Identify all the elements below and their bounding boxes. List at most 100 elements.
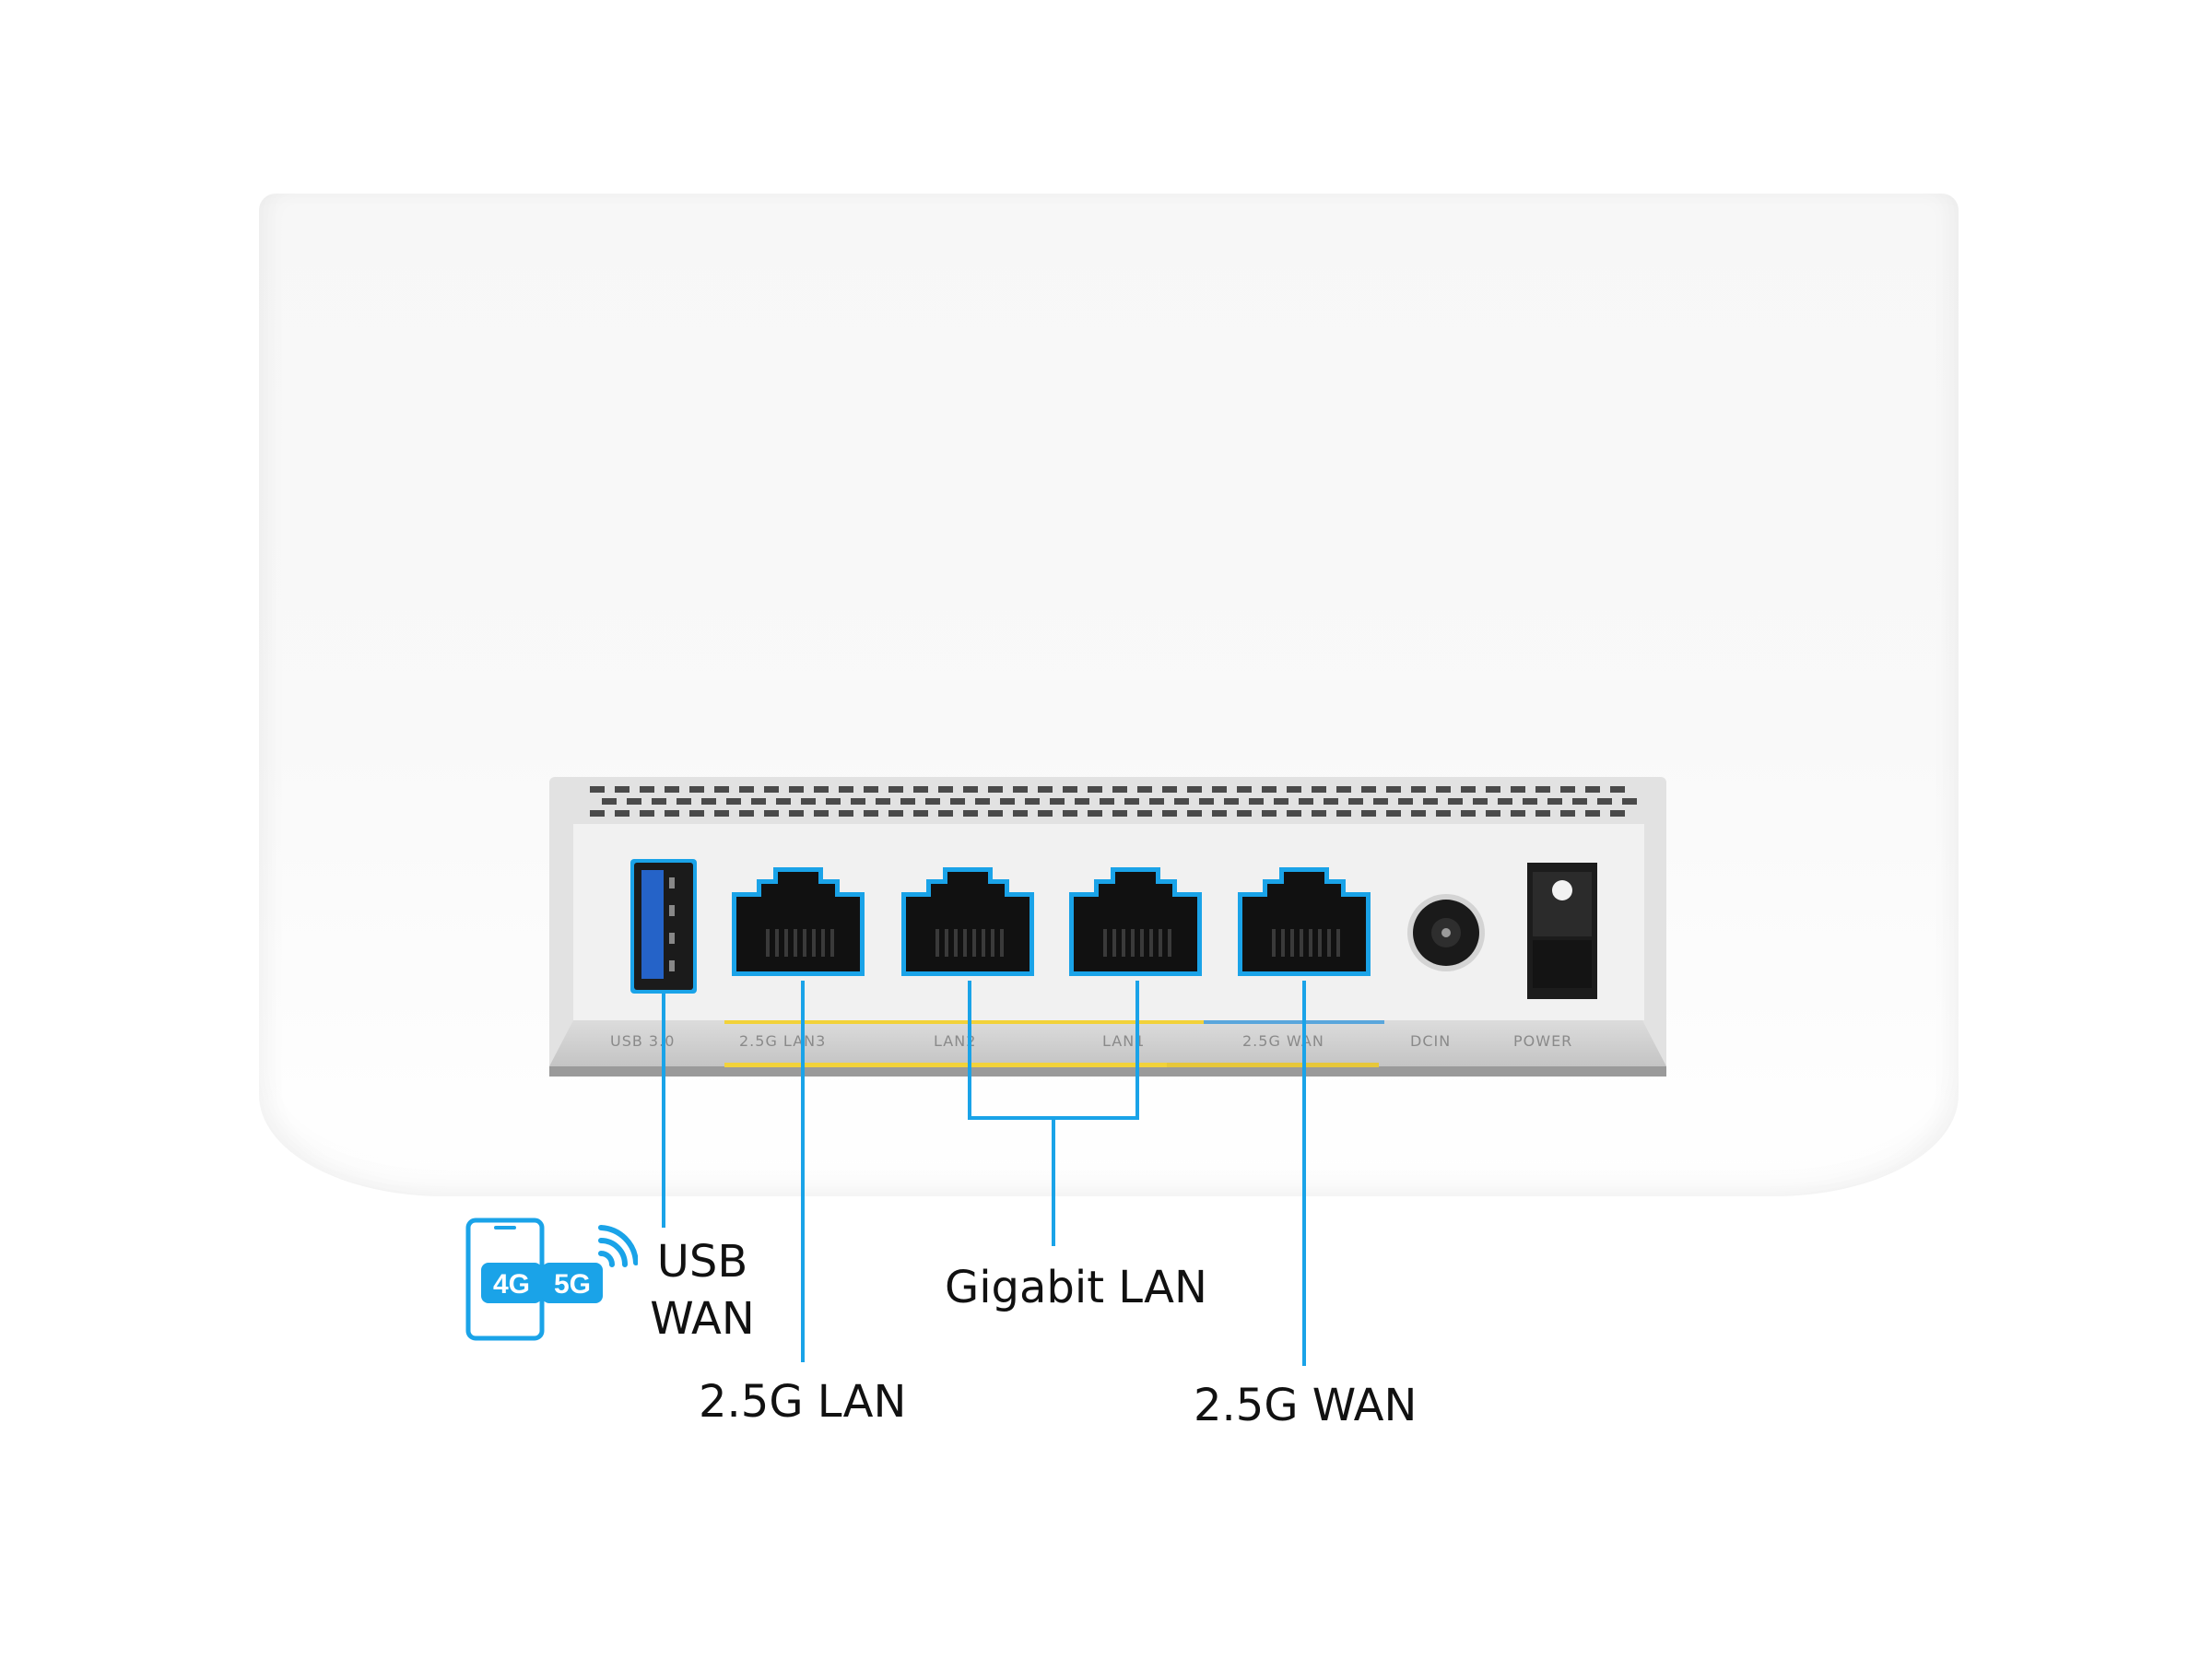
vent-slot [751, 798, 766, 805]
vent-slot [1274, 798, 1288, 805]
vent-slot [1324, 798, 1338, 805]
vent-slot [1013, 810, 1028, 817]
vent-slot [1212, 786, 1227, 793]
vent-slot [1088, 810, 1102, 817]
vent-slot [1025, 798, 1040, 805]
vent-slot [1610, 786, 1625, 793]
vent-slot [640, 786, 654, 793]
vent-slot [1312, 786, 1326, 793]
wan-2-5g-label: 2.5G WAN [1194, 1380, 1418, 1431]
vent-slot [1262, 786, 1277, 793]
vent-slot [1448, 798, 1463, 805]
vent-slot [1162, 786, 1177, 793]
vent-slot [938, 786, 953, 793]
vent-slot [714, 810, 729, 817]
dc-in-jack[interactable] [1406, 892, 1487, 973]
vent-slot [1187, 786, 1202, 793]
vent-slot [1461, 786, 1476, 793]
vent-slot [1373, 798, 1388, 805]
vent-slot [1124, 798, 1139, 805]
vent-slot [1287, 786, 1301, 793]
vent-slot [1262, 810, 1277, 817]
vent-slot [1423, 798, 1438, 805]
vent-slot [888, 810, 903, 817]
badge-4g-text: 4G [493, 1269, 530, 1300]
vent-slot [665, 810, 679, 817]
vent-slot [1511, 810, 1525, 817]
vent-slot [963, 810, 978, 817]
vent-slot [1436, 786, 1451, 793]
vent-slot [602, 798, 617, 805]
vent-slot [1411, 786, 1426, 793]
usb-wan-label-line2: WAN [650, 1293, 755, 1345]
vent-slot [1287, 810, 1301, 817]
vent-slot [839, 810, 853, 817]
vent-slot [776, 798, 791, 805]
power-switch[interactable] [1525, 861, 1599, 1001]
vent-slot [1187, 810, 1202, 817]
vent-slot [864, 810, 878, 817]
vent-slot [1063, 786, 1077, 793]
vent-slot [864, 786, 878, 793]
vent-slot [1535, 810, 1550, 817]
panel-label-lan1: LAN1 [1102, 1032, 1145, 1050]
wan-color-band-lower [1167, 1063, 1379, 1067]
lan2-port[interactable] [899, 865, 1037, 979]
vent-slot [1348, 798, 1363, 805]
gigabit-lan-label: Gigabit LAN [945, 1262, 1207, 1313]
vent-slot [615, 786, 629, 793]
vent-slot [1000, 798, 1015, 805]
vent-slot [764, 786, 779, 793]
vent-slot [665, 786, 679, 793]
vent-slot [689, 810, 704, 817]
vent-slot [1312, 810, 1326, 817]
vent-slot [764, 810, 779, 817]
lan1-port[interactable] [1066, 865, 1205, 979]
vent-slot [950, 798, 965, 805]
vent-slot [1237, 810, 1252, 817]
vent-slot [590, 810, 605, 817]
vent-slot [851, 798, 865, 805]
vent-slot [1199, 798, 1214, 805]
vent-slot [1050, 798, 1065, 805]
vent-slot [1523, 798, 1537, 805]
vent-slot [739, 810, 754, 817]
vent-slot [1088, 786, 1102, 793]
wan-color-band [1204, 1020, 1384, 1024]
vent-slot [1498, 798, 1512, 805]
vent-slot [814, 786, 829, 793]
vent-slot [1560, 786, 1575, 793]
vent-slot [1411, 810, 1426, 817]
vent-slot [1585, 786, 1600, 793]
vent-slot [1535, 786, 1550, 793]
vent-slot [714, 786, 729, 793]
vent-slot [839, 786, 853, 793]
vent-slot [988, 810, 1003, 817]
vent-slot [789, 810, 804, 817]
vent-slot [1013, 786, 1028, 793]
panel-label-power: POWER [1513, 1032, 1572, 1050]
vent-slot [1299, 798, 1313, 805]
vent-slot [801, 798, 816, 805]
wan-port[interactable] [1235, 865, 1373, 979]
lan3-port[interactable] [729, 865, 867, 979]
vent-slot [1585, 810, 1600, 817]
vent-slot [1174, 798, 1189, 805]
vent-slot [627, 798, 641, 805]
vent-slot [1547, 798, 1562, 805]
vent-slot [677, 798, 691, 805]
vent-slot [826, 798, 841, 805]
vent-slot [689, 786, 704, 793]
usb-wan-label: USB WAN [647, 1233, 758, 1347]
vent-slot [590, 786, 605, 793]
panel-label-dcin: DCIN [1410, 1032, 1451, 1050]
usb-port[interactable] [629, 857, 699, 995]
vent-slot [1486, 786, 1500, 793]
vent-slot [876, 798, 890, 805]
vent-slot [1137, 810, 1152, 817]
vent-slot [640, 810, 654, 817]
vent-slot [1100, 798, 1114, 805]
vent-slot [1597, 798, 1612, 805]
vent-slot [1038, 786, 1053, 793]
